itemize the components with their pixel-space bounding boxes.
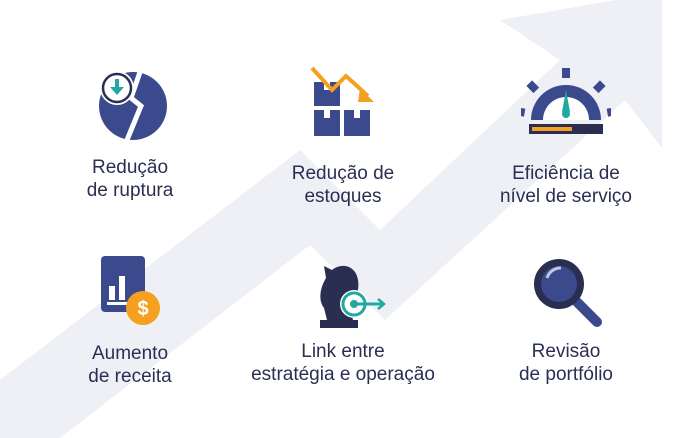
feature-label: Revisão de portfólio (466, 340, 666, 386)
feature-label-line1: Revisão (531, 341, 601, 362)
feature-label-line2: nível de serviço (499, 186, 632, 207)
feature-eficiencia-servico: Eficiência de nível de serviço (466, 58, 666, 208)
feature-label: Redução de estoques (243, 162, 443, 208)
feature-aumento-receita: $ Aumento de receita (30, 248, 230, 388)
feature-label: Redução de ruptura (30, 156, 230, 202)
feature-label: Eficiência de nível de serviço (466, 162, 666, 208)
feature-label-line1: Aumento (91, 343, 169, 364)
svg-text:$: $ (137, 298, 148, 320)
feature-label: Link entre estratégia e operação (213, 340, 473, 386)
feature-label-line1: Eficiência de (512, 163, 620, 184)
feature-reducao-ruptura: Redução de ruptura (30, 58, 230, 202)
broken-stock-chart-icon (99, 71, 167, 141)
feature-label-line2: de receita (88, 366, 172, 387)
feature-label: Aumento de receita (30, 342, 230, 388)
gauge-gear-icon (521, 68, 611, 134)
feature-reducao-estoques: Redução de estoques (243, 58, 443, 208)
chess-knight-target-icon (320, 265, 386, 328)
feature-link-estrategia: Link entre estratégia e operação (243, 248, 443, 386)
revenue-chart-dollar-icon: $ (101, 256, 160, 325)
feature-label-line1: Redução (91, 157, 169, 178)
feature-label-line2: de ruptura (86, 180, 174, 201)
feature-label-line2: estratégia e operação (251, 364, 435, 385)
feature-label-line2: de portfólio (518, 364, 613, 385)
feature-label-line1: Redução de (291, 163, 395, 184)
feature-revisao-portfolio: Revisão de portfólio (466, 248, 666, 386)
feature-label-line2: estoques (304, 186, 382, 207)
feature-label-line1: Link entre (301, 341, 385, 362)
boxes-down-trend-icon (310, 66, 374, 136)
magnifier-icon (534, 259, 602, 327)
